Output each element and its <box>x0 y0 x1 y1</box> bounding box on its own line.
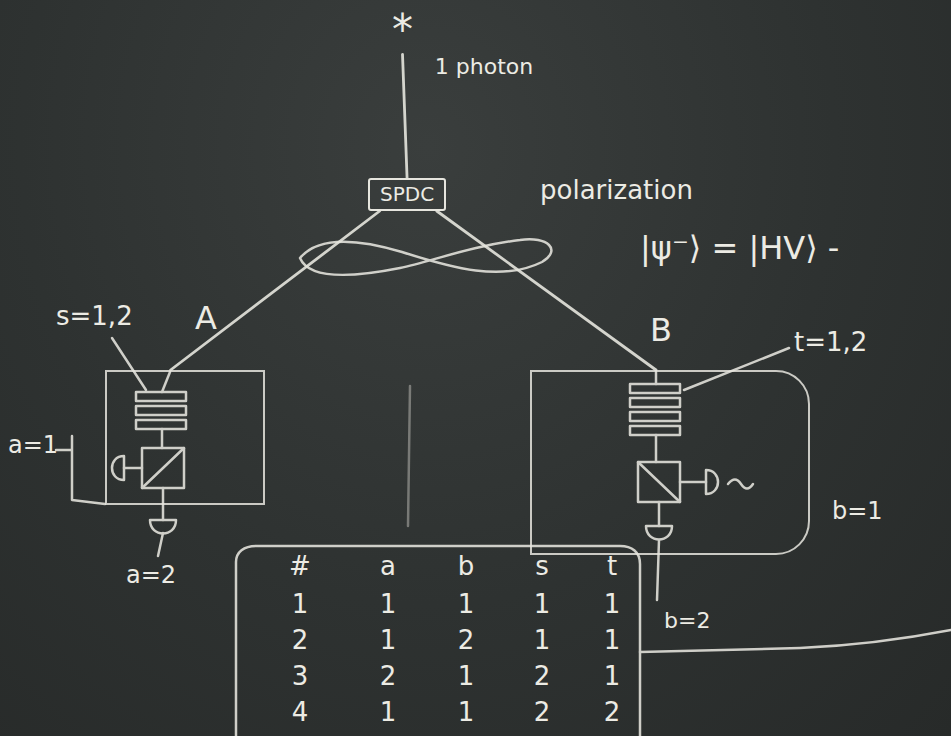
photon-path <box>161 429 164 448</box>
table-outline <box>236 546 640 736</box>
beam-line <box>437 211 656 370</box>
beam-line <box>403 54 408 178</box>
outcome-label: a=2 <box>126 562 176 590</box>
table-cell: 1 <box>444 662 488 692</box>
waveplate <box>136 406 186 415</box>
beam-splitter-diagonal <box>142 448 184 488</box>
crystal-box: SPDC <box>368 178 446 211</box>
table-cell: 2 <box>278 626 322 656</box>
photon-path <box>658 502 661 526</box>
beam-label: 1 photon <box>435 54 533 79</box>
table-header: s <box>520 552 564 582</box>
photon-path <box>680 481 706 484</box>
table-cell: 1 <box>366 698 410 728</box>
table-cell: 1 <box>278 590 322 620</box>
photon-path <box>655 372 658 384</box>
detector-symbol <box>150 520 176 534</box>
source-symbol: * <box>392 6 413 54</box>
signal-squiggle <box>728 480 753 489</box>
leader-line <box>112 338 146 390</box>
photon-path <box>158 533 163 556</box>
waveplate <box>630 398 680 407</box>
table-cell: 1 <box>366 626 410 656</box>
lab-name: A <box>195 300 217 337</box>
detector-symbol <box>706 470 718 494</box>
waveplate <box>136 420 186 429</box>
table-cell: 1 <box>520 626 564 656</box>
table-cell: 1 <box>590 662 634 692</box>
detector-symbol <box>112 456 124 480</box>
box-label: SPDC <box>380 183 434 206</box>
lab-box: A <box>105 370 265 505</box>
outcome-label: b=2 <box>664 608 710 633</box>
outcome-label: a=1 <box>8 432 58 460</box>
chalk-line <box>640 630 951 652</box>
table-header: b <box>444 552 488 582</box>
table-header: t <box>590 552 634 582</box>
waveplate <box>136 392 186 401</box>
photon-path <box>162 372 170 392</box>
table-cell: 1 <box>444 590 488 620</box>
lab-box: B <box>530 370 810 555</box>
table-cell: 1 <box>444 698 488 728</box>
lab-name: B <box>650 312 672 349</box>
outcome-label: b=1 <box>832 498 883 526</box>
state-formula: |ψ⁻⟩ = |HV⟩ - <box>640 230 839 267</box>
table-header: a <box>366 552 410 582</box>
waveplate <box>630 384 680 393</box>
table-cell: 2 <box>444 626 488 656</box>
leader-line <box>684 348 789 390</box>
detector-symbol <box>646 526 672 540</box>
source-star: * <box>392 6 413 54</box>
table-cell: 2 <box>590 698 634 728</box>
table-header: # <box>278 552 322 582</box>
setting-label: t=1,2 <box>794 328 867 358</box>
photon-path <box>657 540 659 600</box>
table-cell: 1 <box>520 590 564 620</box>
beam-splitter-diagonal <box>638 462 680 502</box>
table-cell: 4 <box>278 698 322 728</box>
waveplate <box>630 426 680 435</box>
beam-splitter <box>142 448 184 488</box>
table-cell: 2 <box>520 662 564 692</box>
table-cell: 3 <box>278 662 322 692</box>
photon-path <box>655 435 658 462</box>
chalk-divider <box>408 386 410 526</box>
bracket <box>56 436 105 504</box>
property-note: polarization <box>540 176 693 206</box>
table-cell: 2 <box>520 698 564 728</box>
table-cell: 1 <box>590 590 634 620</box>
waveplate <box>630 412 680 421</box>
photon-path <box>124 467 142 470</box>
table-cell: 2 <box>366 662 410 692</box>
beam-line <box>171 211 380 370</box>
table-cell: 1 <box>366 590 410 620</box>
setting-label: s=1,2 <box>56 302 133 332</box>
table-cell: 1 <box>590 626 634 656</box>
beam-splitter <box>638 462 680 502</box>
